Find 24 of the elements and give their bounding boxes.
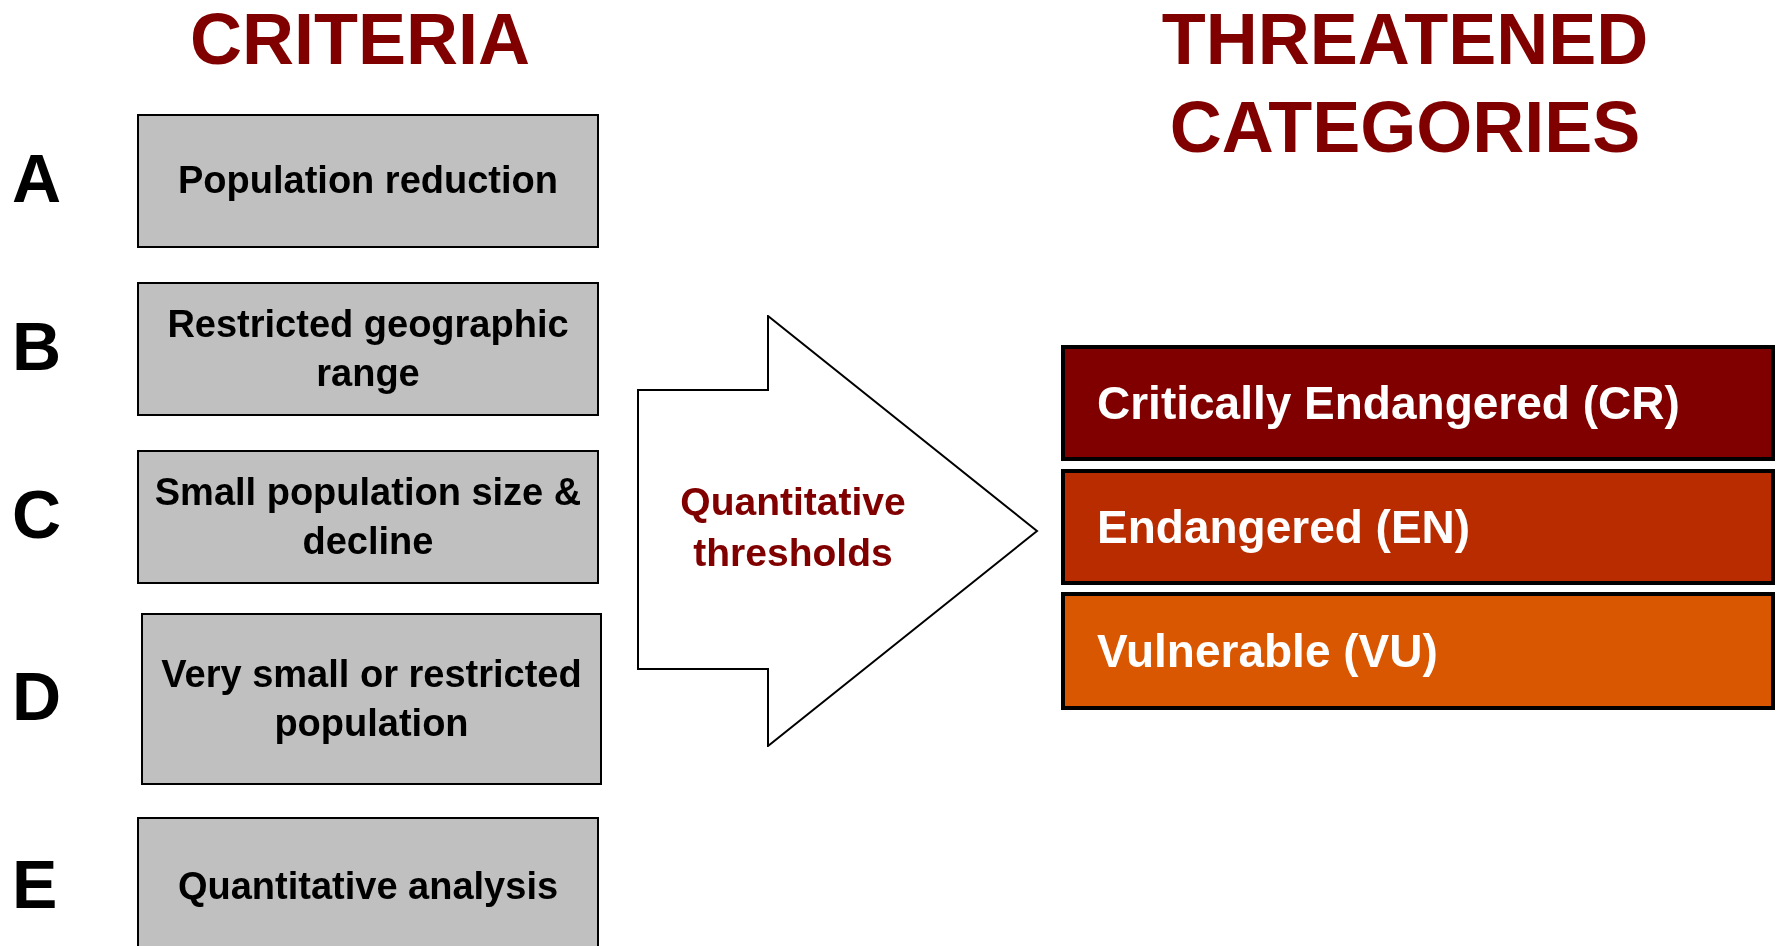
criterion-letter: D bbox=[12, 657, 62, 735]
criterion-letter: A bbox=[12, 139, 62, 217]
criterion-letter: E bbox=[12, 845, 58, 923]
arrow-label: Quantitative thresholds bbox=[679, 479, 907, 576]
criterion-label: Small population size & decline bbox=[153, 469, 583, 564]
criterion-box bbox=[137, 282, 599, 416]
category-label: Critically Endangered (CR) bbox=[1097, 376, 1680, 430]
heading: CRITERIA bbox=[189, 0, 531, 81]
criterion-letter: C bbox=[12, 475, 62, 553]
category-bar bbox=[1061, 592, 1775, 710]
criterion-box bbox=[137, 817, 599, 946]
criterion-box bbox=[141, 613, 602, 785]
criterion-label: Restricted geographic range bbox=[166, 301, 570, 396]
category-bar bbox=[1061, 345, 1775, 461]
category-label: Vulnerable (VU) bbox=[1097, 624, 1438, 678]
criterion-label: Population reduction bbox=[177, 158, 559, 204]
criterion-box bbox=[137, 114, 599, 248]
category-label: Endangered (EN) bbox=[1097, 500, 1471, 554]
heading: THREATENED CATEGORIES bbox=[1160, 0, 1650, 169]
criterion-label: Very small or restricted population bbox=[160, 651, 583, 746]
criterion-label: Quantitative analysis bbox=[176, 864, 560, 910]
criterion-box bbox=[137, 450, 599, 584]
category-bar bbox=[1061, 469, 1775, 585]
criterion-letter: B bbox=[12, 307, 62, 385]
